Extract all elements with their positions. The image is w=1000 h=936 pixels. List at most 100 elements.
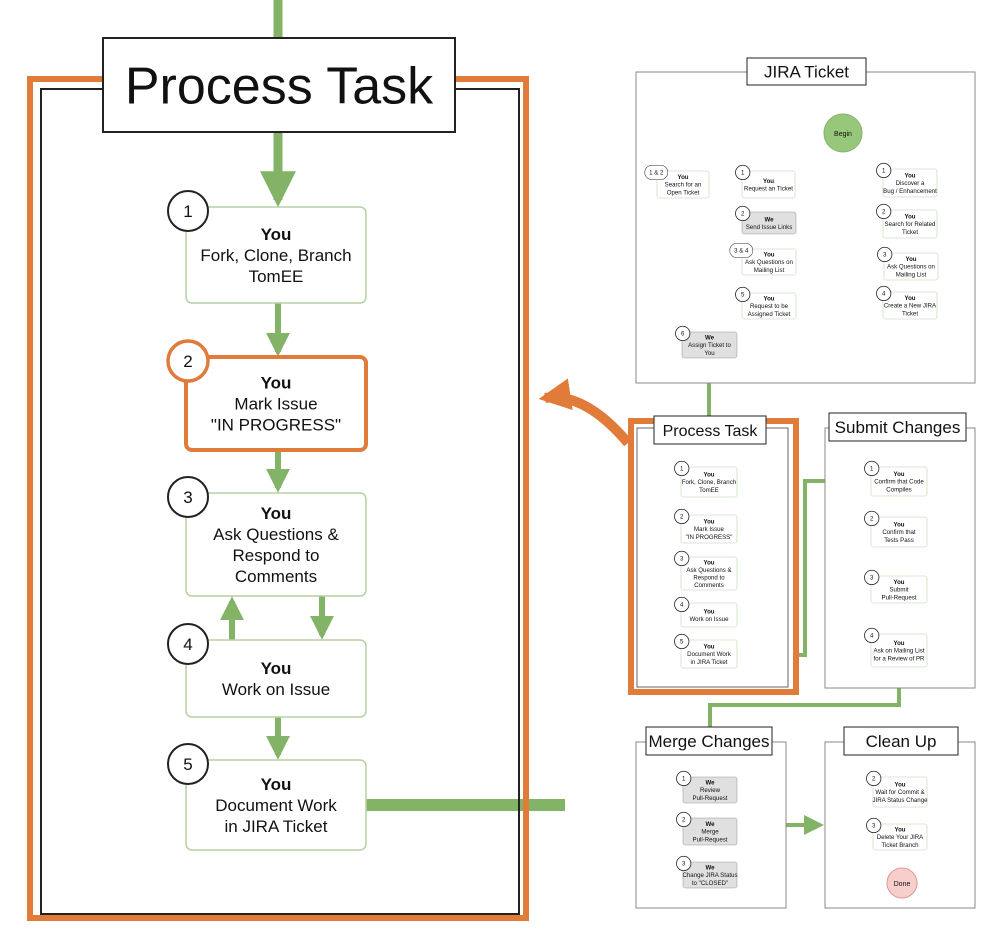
step-role: You bbox=[703, 472, 714, 479]
step-badge bbox=[675, 325, 691, 342]
step-badge bbox=[876, 203, 892, 220]
step-text: Create a New JIRA bbox=[884, 303, 937, 310]
step-box bbox=[682, 861, 738, 889]
step-box bbox=[680, 556, 738, 591]
step-text: Comments bbox=[694, 582, 724, 589]
step-badge-number: 2 bbox=[680, 514, 684, 521]
step-badge-number: 3 bbox=[872, 823, 876, 830]
step-badge bbox=[729, 242, 754, 258]
step-badge-number: 1 bbox=[741, 170, 745, 177]
step-box bbox=[882, 291, 938, 320]
step-badge bbox=[735, 286, 751, 303]
step-text: Assigned Ticket bbox=[748, 311, 791, 318]
step-role: We bbox=[705, 821, 715, 828]
step-text: "IN PROGRESS" bbox=[211, 416, 341, 435]
step-role: You bbox=[703, 519, 714, 526]
step-text: Ask Questions on bbox=[887, 264, 935, 271]
step-text: Ask on Mailing List bbox=[874, 648, 925, 655]
step-text: Wait for Commit & bbox=[875, 789, 924, 796]
step-badge bbox=[676, 811, 692, 828]
process-task-title: Process Task bbox=[663, 423, 759, 440]
step-text: Confirm that bbox=[882, 529, 916, 536]
step-badge bbox=[864, 627, 880, 644]
step-role: We bbox=[705, 780, 715, 787]
step-text: Request an Ticket bbox=[744, 185, 793, 192]
step-badge bbox=[674, 508, 690, 525]
step-box bbox=[680, 466, 738, 498]
step-text: Ask Questions on bbox=[745, 259, 793, 266]
step-badge bbox=[674, 550, 690, 567]
step-badge-number: 5 bbox=[741, 292, 745, 299]
clean-up-title-box bbox=[843, 726, 959, 756]
step-badge bbox=[864, 460, 880, 477]
step-badge bbox=[644, 164, 669, 180]
step-badge bbox=[876, 285, 892, 302]
step-badge-number: 3 bbox=[183, 488, 192, 507]
step-badge bbox=[167, 190, 209, 232]
step-text: Mark Issue bbox=[694, 526, 724, 533]
step-box bbox=[870, 466, 928, 497]
step-role: We bbox=[764, 216, 774, 223]
step-role: You bbox=[904, 173, 915, 180]
step-badge-number: 3 bbox=[682, 861, 686, 868]
step-role: You bbox=[904, 214, 915, 221]
step-role: You bbox=[261, 374, 292, 393]
step-badge-number: 4 bbox=[882, 291, 886, 298]
step-role: You bbox=[905, 256, 916, 263]
step-box bbox=[184, 355, 368, 452]
step-text: Fork, Clone, Branch bbox=[682, 479, 736, 486]
step-box bbox=[680, 639, 738, 669]
step-badge bbox=[866, 770, 882, 787]
step-badge bbox=[676, 855, 692, 872]
step-text: for a Review of PR bbox=[874, 655, 926, 662]
step-badge-number: 5 bbox=[680, 639, 684, 646]
step-role: You bbox=[763, 296, 774, 303]
step-badge bbox=[167, 743, 209, 785]
step-role: You bbox=[904, 295, 915, 302]
step-badge-number: 2 bbox=[872, 776, 876, 783]
step-box bbox=[185, 492, 367, 597]
done-node[interactable]: Done bbox=[886, 867, 918, 899]
step-badge-number: 4 bbox=[183, 635, 192, 654]
begin-label: Begin bbox=[834, 131, 852, 138]
step-box bbox=[682, 776, 738, 804]
step-badge bbox=[676, 770, 692, 787]
step-text: in JIRA Ticket bbox=[690, 659, 727, 666]
step-text: You bbox=[704, 350, 714, 357]
step-text: Bug / Enhancement bbox=[883, 188, 937, 195]
step-text: Ticket bbox=[902, 310, 918, 317]
step-badge bbox=[674, 596, 690, 613]
begin-node[interactable]: Begin bbox=[823, 113, 863, 153]
step-role: You bbox=[893, 579, 904, 586]
